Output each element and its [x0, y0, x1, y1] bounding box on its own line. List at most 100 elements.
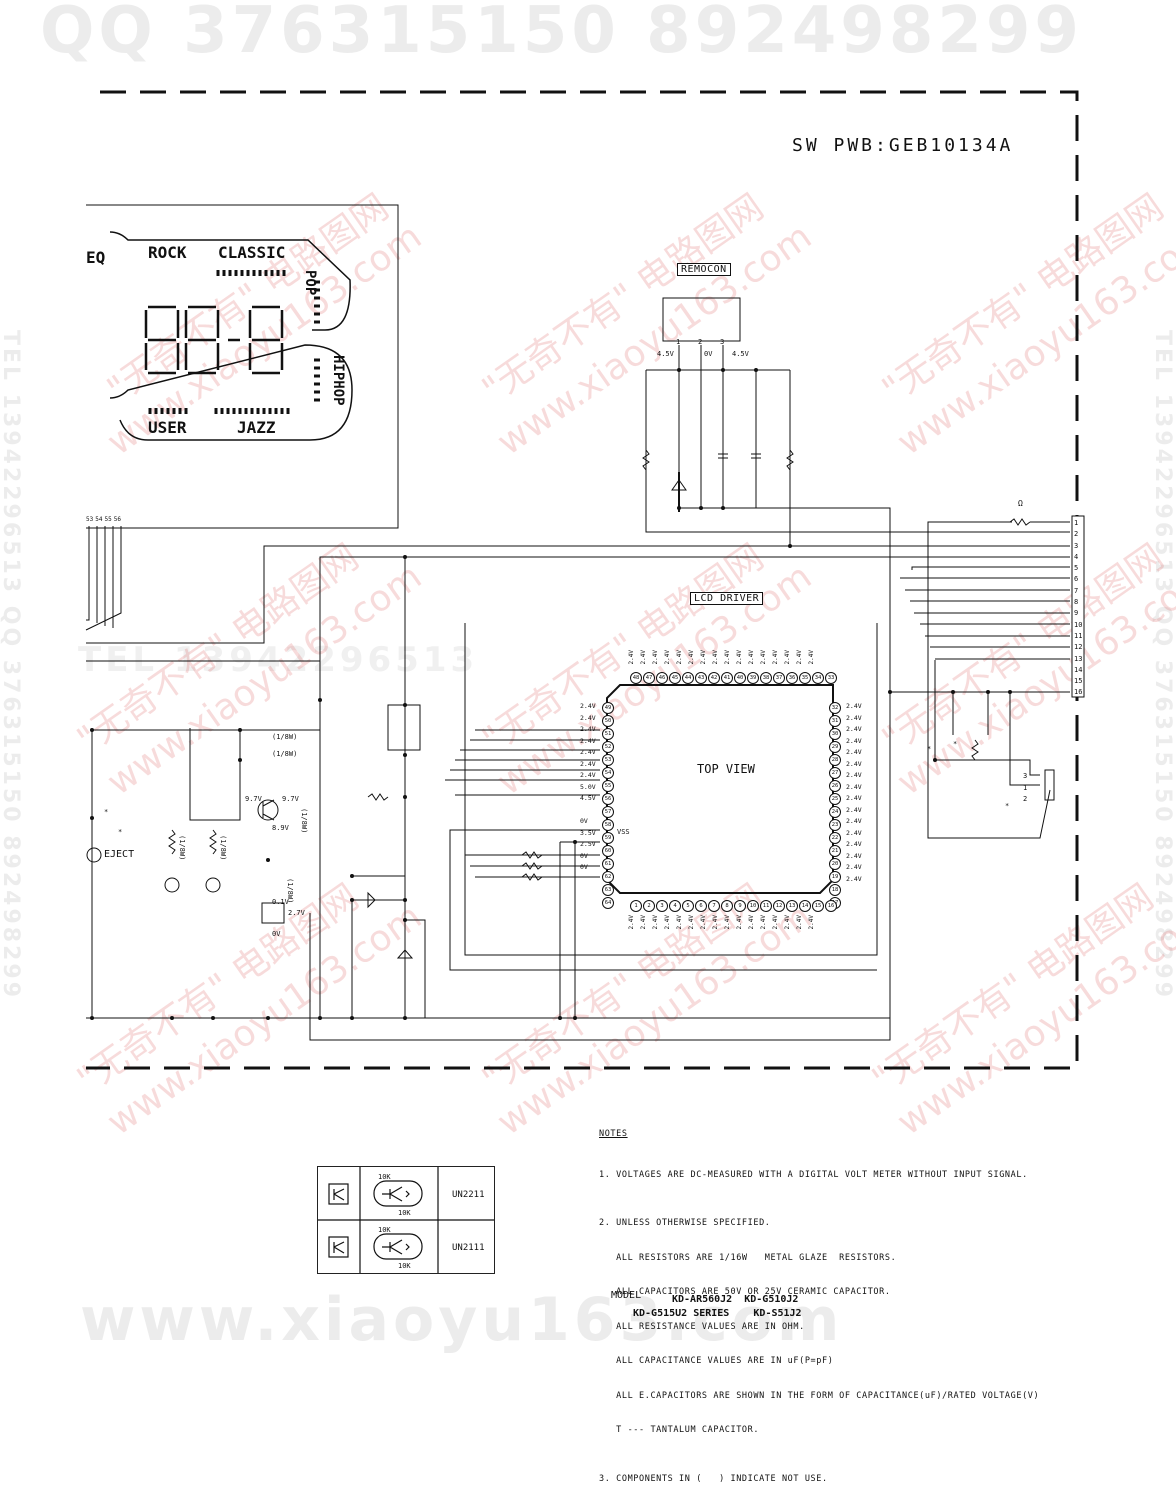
lcd-driver-pin: 51: [602, 728, 614, 740]
lcd-driver-pin: 19: [829, 871, 841, 883]
lcd-driver-pin: 21: [829, 845, 841, 857]
note-2: 2. UNLESS OTHERWISE SPECIFIED.: [599, 1218, 771, 1228]
connector-pin: 7: [1074, 586, 1079, 595]
lcd-label-eq: EQ: [86, 248, 106, 267]
lcd-driver-pin: 57: [602, 806, 614, 818]
connector-pin: 4: [1074, 552, 1079, 561]
eject-label: EJECT: [104, 849, 135, 860]
lcd-driver-voltage: 2.4V: [580, 702, 596, 710]
board-title: SW PWB:GEB10134A: [792, 135, 1014, 156]
lcd-label-classic: CLASSIC: [218, 243, 286, 262]
lcd-driver-pin: 7: [708, 900, 720, 912]
remocon-pin-2: 2: [698, 338, 703, 346]
lcd-driver-voltage: 0V: [580, 851, 588, 860]
table-r-top-2: 10K: [378, 1226, 391, 1234]
lcd-driver-pin: 60: [602, 845, 614, 857]
lcd-driver-pin: 30: [829, 728, 841, 740]
lcd-driver-pin: 52: [602, 741, 614, 753]
lcd-driver-pin: 32: [829, 702, 841, 714]
lcd-driver-pin: 14: [799, 900, 811, 912]
lcd-driver-voltage: 2.4V: [580, 725, 596, 733]
label-27v: 2.7V: [288, 909, 305, 917]
lcd-driver-top-view: TOP VIEW: [697, 762, 755, 776]
connector-pin: 14: [1074, 665, 1083, 674]
note-3: 3. COMPONENTS IN ( ) INDICATE NOT USE.: [599, 1473, 828, 1484]
lcd-pin: 56: [113, 516, 121, 523]
connector-pin: 1: [1074, 519, 1079, 527]
lcd-driver-pin: 5: [682, 900, 694, 912]
note-2c: ALL RESISTANCE VALUES ARE IN OHM.: [599, 1321, 805, 1332]
lcd-driver-pin: 45: [669, 672, 681, 684]
lcd-pin: 55: [104, 516, 112, 523]
lcd-driver-voltage: 2.4V: [846, 863, 862, 871]
lcd-driver-voltage: 2.4V: [652, 650, 659, 665]
lcd-driver-pin: 33: [825, 672, 837, 684]
lcd-driver-voltage: 2.4V: [846, 702, 862, 710]
lcd-driver-voltage: 0V: [580, 863, 588, 871]
lcd-driver-voltage: 2.4V: [736, 650, 743, 665]
watermark-side-right: TEL 13942296513 QQ 376315150 892498299: [1150, 330, 1175, 1001]
label-97v-2: 9.7V: [282, 795, 299, 803]
remocon-voltage-2: 0V: [704, 350, 713, 358]
lcd-driver-pin: 18: [829, 884, 841, 896]
lcd-panel-frame: [86, 204, 399, 529]
lcd-driver-voltage: 2.4V: [772, 915, 779, 930]
remocon-voltage-1: 4.5V: [657, 350, 674, 358]
label-18w-3: (1/8W): [300, 808, 308, 834]
lcd-driver-pin: 41: [721, 672, 733, 684]
connector-pin: 5: [1074, 564, 1079, 573]
lcd-driver-voltage: 4.5V: [580, 794, 596, 802]
lcd-driver-pin: 6: [695, 900, 707, 912]
lcd-driver-voltage: 2.4V: [846, 817, 862, 825]
lcd-driver-voltage: 2.4V: [664, 650, 671, 665]
lcd-driver-voltage: 2.4V: [580, 713, 596, 722]
notes-block: NOTES 1. VOLTAGES ARE DC-MEASURED WITH A…: [599, 1106, 1039, 1497]
lcd-driver-pin: 28: [829, 754, 841, 766]
lcd-driver-pin: 61: [602, 858, 614, 870]
remocon-label: REMOCON: [677, 263, 731, 276]
connector-pin: 15: [1074, 677, 1083, 686]
lcd-driver-pin: 1: [630, 900, 642, 912]
lcd-driver-voltage: 2.4V: [846, 840, 862, 848]
lcd-driver-voltage: 2.4V: [676, 915, 683, 930]
lcd-driver-voltage: 2.4V: [846, 828, 862, 837]
table-r-bottom-1: 10K: [398, 1209, 411, 1217]
lcd-driver-pin: 48: [630, 672, 642, 684]
connector-pin: 9: [1074, 609, 1079, 618]
lcd-pin: 54: [95, 516, 103, 523]
label-0v: 0V: [272, 930, 281, 938]
remocon-pin-1: 1: [676, 338, 681, 346]
lcd-driver-voltage: 2.4V: [664, 915, 671, 930]
lcd-driver-pin: 4: [669, 900, 681, 912]
note-2d: ALL CAPACITANCE VALUES ARE IN uF(P=pF): [599, 1356, 834, 1366]
lcd-driver-voltage: 2.4V: [846, 759, 862, 768]
connector-pin: 16: [1074, 688, 1083, 697]
lcd-driver-voltage: 2.4V: [784, 650, 791, 665]
lcd-driver-voltage: 2.4V: [772, 650, 779, 665]
lcd-driver-pin: 54: [602, 767, 614, 779]
lcd-driver-pin: 2: [643, 900, 655, 912]
connector-pin: 6: [1074, 575, 1079, 584]
lcd-pins: 53 54 55 56: [86, 516, 121, 523]
connector-pin: 8: [1074, 598, 1079, 607]
label-18w-2: (1/8W): [272, 750, 298, 758]
connector-pin: 2: [1074, 530, 1079, 539]
lcd-driver-voltage: 2.4V: [700, 650, 707, 665]
lcd-driver-pin: 34: [812, 672, 824, 684]
lcd-driver-voltage: 2.4V: [796, 915, 803, 930]
lcd-driver-voltage: 2.4V: [736, 915, 743, 930]
lcd-driver-voltage: 2.4V: [580, 736, 596, 745]
table-part-2: UN2111: [452, 1243, 485, 1253]
watermark-bottom: www.xiaoyu163.com: [80, 1285, 844, 1355]
lcd-driver-pin: 8: [721, 900, 733, 912]
remocon-pin-3: 3: [720, 338, 725, 346]
note-2f: T --- TANTALUM CAPACITOR.: [599, 1425, 760, 1435]
lcd-driver-pin: 46: [656, 672, 668, 684]
lcd-driver-pin: 22: [829, 832, 841, 844]
lcd-driver-voltage: 2.4V: [846, 771, 862, 779]
